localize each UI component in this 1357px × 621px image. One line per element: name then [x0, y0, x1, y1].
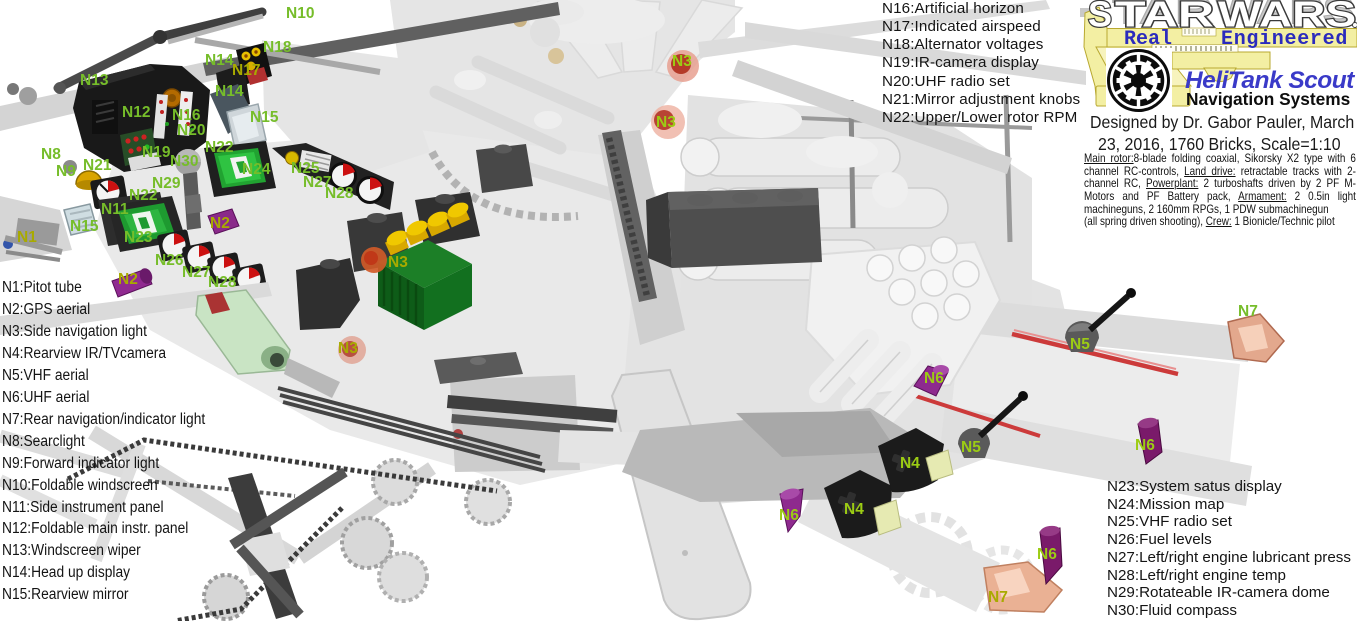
svg-text:TAR: TAR — [1115, 0, 1214, 35]
svg-text:WARS: WARS — [1218, 0, 1356, 35]
svg-text:TAR: TAR — [1113, 0, 1212, 31]
svg-text:WARS: WARS — [1216, 0, 1354, 31]
svg-text:S: S — [1088, 0, 1112, 35]
